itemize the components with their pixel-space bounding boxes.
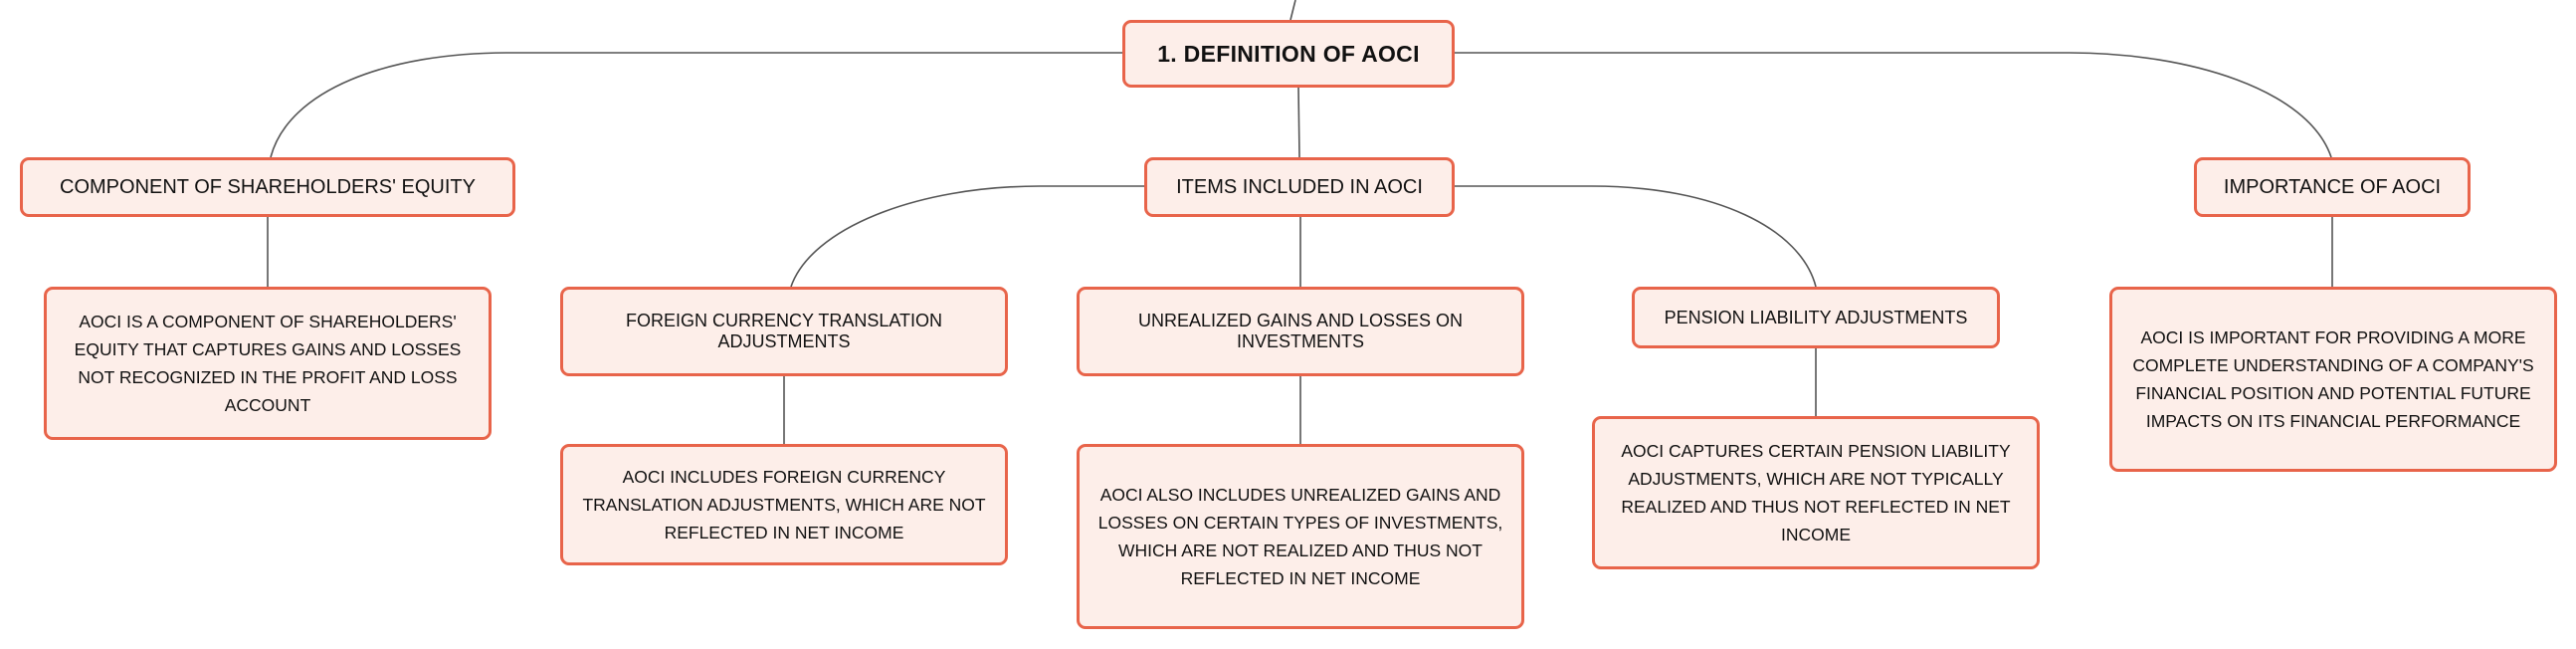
detail-node-text: AOCI IS A COMPONENT OF SHAREHOLDERS' EQU… (74, 312, 462, 415)
subtopic-node-label: PENSION LIABILITY ADJUSTMENTS (1664, 307, 1968, 327)
detail-node-text: AOCI ALSO INCLUDES UNREALIZED GAINS AND … (1097, 485, 1503, 588)
subtopic-node-pension-liability[interactable]: PENSION LIABILITY ADJUSTMENTS (1632, 287, 2000, 348)
subtopic-node-foreign-currency[interactable]: FOREIGN CURRENCY TRANSLATION ADJUSTMENTS (560, 287, 1008, 376)
root-node[interactable]: 1. DEFINITION OF AOCI (1122, 20, 1455, 88)
detail-node-text: AOCI INCLUDES FOREIGN CURRENCY TRANSLATI… (582, 467, 986, 542)
subtopic-node-label: UNREALIZED GAINS AND LOSSES ON INVESTMEN… (1137, 311, 1464, 351)
connector-line (1455, 52, 2332, 158)
detail-node-text: AOCI CAPTURES CERTAIN PENSION LIABILITY … (1621, 441, 2011, 544)
branch-node-component-of-equity[interactable]: COMPONENT OF SHAREHOLDERS' EQUITY (20, 157, 515, 217)
connector-line (1289, 0, 1296, 21)
branch-node-label: IMPORTANCE OF AOCI (2223, 175, 2442, 198)
branch-node-importance[interactable]: IMPORTANCE OF AOCI (2194, 157, 2471, 217)
connector-line (1455, 185, 1817, 288)
detail-node-text: AOCI IS IMPORTANT FOR PROVIDING A MORE C… (2132, 327, 2534, 431)
connector-line (270, 52, 1122, 158)
detail-node-pension-liability[interactable]: AOCI CAPTURES CERTAIN PENSION LIABILITY … (1592, 416, 2040, 569)
branch-node-items-included[interactable]: ITEMS INCLUDED IN AOCI (1144, 157, 1455, 217)
branch-node-label: ITEMS INCLUDED IN AOCI (1176, 175, 1423, 198)
subtopic-node-unrealized-gains[interactable]: UNREALIZED GAINS AND LOSSES ON INVESTMEN… (1077, 287, 1524, 376)
branch-node-label: COMPONENT OF SHAREHOLDERS' EQUITY (60, 175, 476, 198)
connector-line (1297, 87, 1300, 158)
detail-node-importance[interactable]: AOCI IS IMPORTANT FOR PROVIDING A MORE C… (2109, 287, 2557, 472)
detail-node-foreign-currency[interactable]: AOCI INCLUDES FOREIGN CURRENCY TRANSLATI… (560, 444, 1008, 565)
root-node-label: 1. DEFINITION OF AOCI (1157, 40, 1420, 67)
detail-node-unrealized-gains[interactable]: AOCI ALSO INCLUDES UNREALIZED GAINS AND … (1077, 444, 1524, 629)
connector-line (790, 185, 1144, 288)
subtopic-node-label: FOREIGN CURRENCY TRANSLATION ADJUSTMENTS (625, 311, 943, 351)
detail-node-component-of-equity[interactable]: AOCI IS A COMPONENT OF SHAREHOLDERS' EQU… (44, 287, 492, 440)
